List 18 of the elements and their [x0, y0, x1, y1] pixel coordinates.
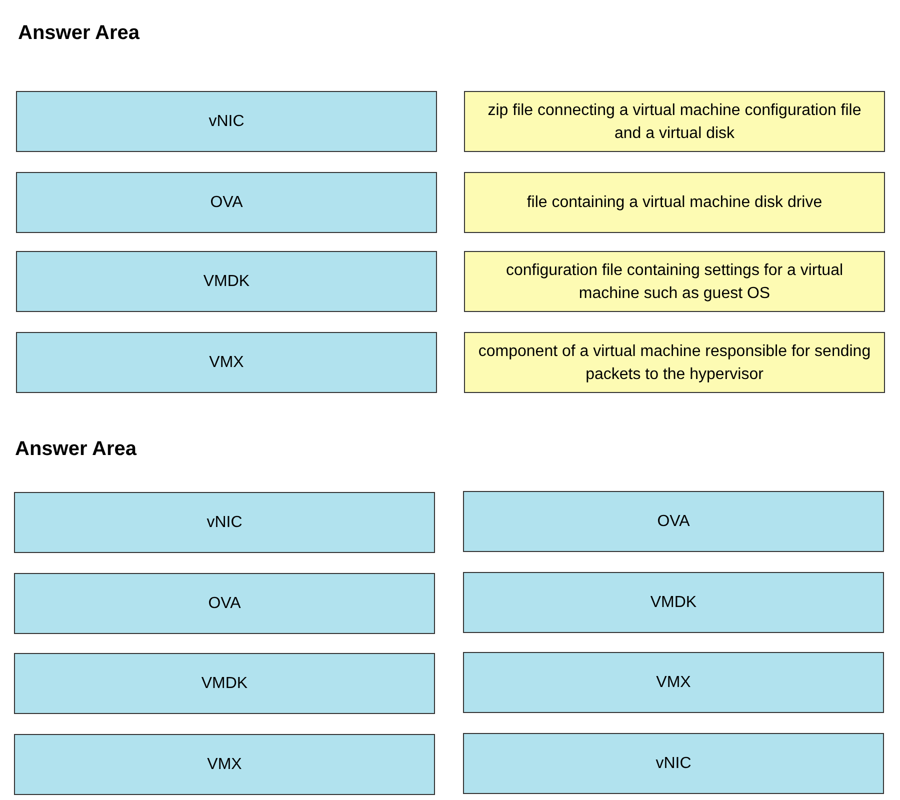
term-box: VMX — [463, 652, 884, 713]
definition-box: zip file connecting a virtual machine configuration file and a virtual disk — [464, 91, 885, 152]
term-box: vNIC — [14, 492, 435, 553]
section-heading: Answer Area — [15, 437, 137, 462]
term-box: VMDK — [16, 251, 437, 312]
term-box: vNIC — [16, 91, 437, 152]
term-box: VMDK — [463, 572, 884, 633]
term-box: OVA — [16, 172, 437, 233]
term-box: OVA — [14, 573, 435, 634]
term-box: OVA — [463, 491, 884, 552]
term-box: VMDK — [14, 653, 435, 714]
definition-box: file containing a virtual machine disk drive — [464, 172, 885, 233]
term-box: vNIC — [463, 733, 884, 794]
term-box: VMX — [14, 734, 435, 795]
section-heading: Answer Area — [18, 21, 140, 46]
definition-box: component of a virtual machine responsible for sending packets to the hypervisor — [464, 332, 885, 393]
term-box: VMX — [16, 332, 437, 393]
definition-box: configuration file containing settings for a virtual machine such as guest OS — [464, 251, 885, 312]
